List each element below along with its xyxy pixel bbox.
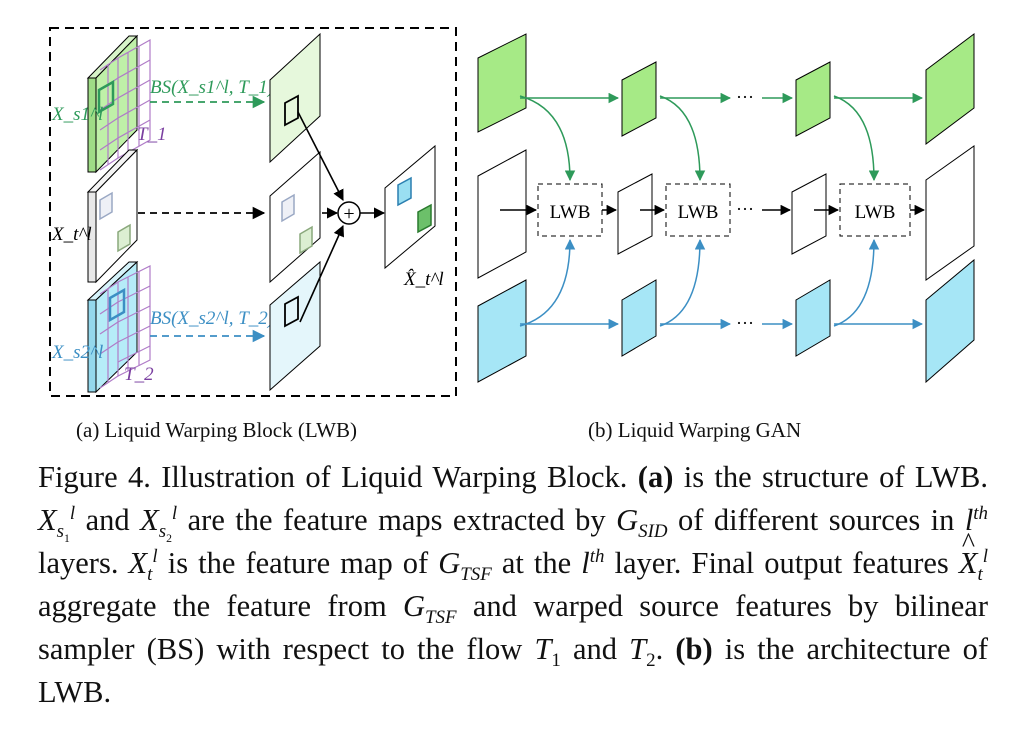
caption-text-12: . [655, 632, 676, 666]
b-white-map-2 [617, 173, 653, 255]
figure-area: X_s1^l X_t^l X_s2^l T_1 T_2 BS(X_s1^l, T… [49, 27, 975, 397]
caption-text-13: is the architecture of LWB. [38, 632, 989, 709]
b-white-map-3 [791, 173, 827, 255]
label-flow-2: T_2 [124, 364, 154, 385]
caption-text-8: layer. Final output features [604, 546, 959, 580]
caption-l: l [964, 503, 974, 537]
caption-lead: Figure 4. Illustration of Liquid Warping… [38, 460, 628, 494]
caption-text-1: is the structure of LWB. [673, 460, 988, 494]
b-ellipsis-bot: ··· [736, 313, 754, 333]
subcaption-a: (a) Liquid Warping Block (LWB) [76, 418, 357, 442]
panel-a-frame [49, 27, 457, 397]
caption-text-4: of different sources in [667, 503, 965, 537]
warped-map-target [269, 150, 321, 284]
caption-text-11: and [560, 632, 630, 666]
b-blue-map-4 [925, 258, 975, 384]
label-source-2: X_s2^l [51, 342, 103, 363]
lwb-label-2: LWB [678, 202, 719, 223]
panel-b: ··· LWB LWB LWB ··· ··· [477, 33, 975, 384]
b-green-map-1 [477, 33, 527, 133]
lwb-block-1 [537, 183, 603, 237]
caption-text-6: is the feature map of [157, 546, 439, 580]
caption-text-2: and [75, 503, 141, 537]
lwb-block-3 [839, 183, 911, 237]
b-ellipsis-top: ··· [736, 87, 754, 107]
caption-text-7: at the [491, 546, 582, 580]
source-map-1 [86, 34, 151, 174]
label-bs-bot: BS(X_s2^l, T_2) [150, 308, 274, 329]
b-blue-map-1 [477, 279, 527, 383]
label-output: X̂_t^l [403, 269, 444, 290]
lwb-label-1: LWB [550, 202, 591, 223]
caption-th: th [973, 502, 989, 524]
source-map-2 [86, 260, 151, 394]
caption-t2-sub: 2 [646, 650, 656, 672]
merge-line-top [297, 111, 344, 201]
caption-b-tag: (b) [675, 632, 713, 666]
caption-g-sid-sub: SID [638, 521, 668, 543]
b-green-map-3 [795, 61, 831, 137]
b-white-map-1 [477, 149, 527, 279]
caption-g-tsf-sub: TSF [460, 564, 492, 586]
label-flow-1: T_1 [137, 124, 167, 145]
caption-text-10: and warped source features by bilinear s… [38, 589, 988, 666]
caption-g-tsf: G [438, 546, 461, 580]
merge-line-bot [299, 224, 344, 323]
b-white-map-4 [925, 145, 975, 281]
caption-text-9: aggregate the feature from [38, 589, 403, 623]
b-green-map-4 [925, 33, 975, 145]
caption-t1-sub: 1 [551, 650, 561, 672]
label-target: X_t^l [51, 224, 92, 245]
warped-map-1 [269, 32, 321, 164]
caption-text-3: are the feature maps extracted by [177, 503, 617, 537]
label-source-1: X_s1^l [51, 104, 103, 125]
caption-a-tag: (a) [637, 460, 674, 494]
b-blue-map-3 [795, 279, 831, 357]
subcaption-b: (b) Liquid Warping GAN [588, 418, 802, 442]
label-bs-top: BS(X_s1^l, T_1) [150, 77, 274, 98]
target-map [86, 148, 139, 284]
b-green-map-2 [621, 61, 657, 137]
sum-symbol: + [343, 203, 354, 225]
b-ellipsis-mid: ··· [736, 199, 754, 219]
caption-text-5: layers. [38, 546, 129, 580]
flow-grid-t2 [99, 265, 151, 389]
figure-svg: X_s1^l X_t^l X_s2^l T_1 T_2 BS(X_s1^l, T… [49, 27, 975, 397]
warped-map-2 [269, 260, 321, 392]
output-map [384, 144, 436, 270]
b-blue-map-2 [621, 279, 657, 357]
caption-t1-symbol: T [534, 632, 552, 666]
figure-caption: Figure 4. Illustration of Liquid Warping… [38, 456, 988, 714]
lwb-label-3: LWB [855, 202, 896, 223]
caption-g-sid: G [616, 503, 639, 537]
lwb-block-2 [665, 183, 731, 237]
